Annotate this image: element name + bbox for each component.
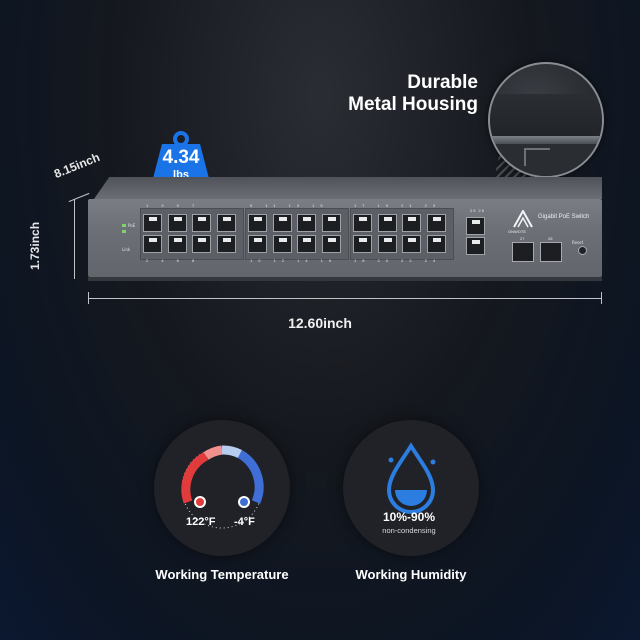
port-numbers-group-1: 1 3 5 7 xyxy=(146,203,201,208)
temp-low: -4°F xyxy=(234,516,255,528)
led-indicator: Link xyxy=(122,220,136,256)
height-line xyxy=(74,199,75,279)
led-label-poe: PoE xyxy=(128,223,136,228)
port-numbers-group-2-bottom: 10 12 14 16 xyxy=(250,258,338,263)
zoom-metal-top xyxy=(490,94,602,138)
height-label: 1.73inch xyxy=(28,221,42,270)
ethernet-port[interactable] xyxy=(248,214,267,232)
temperature-circle xyxy=(154,420,290,556)
model-name: Gigabit PoE Switch xyxy=(538,214,590,220)
led-panel: PoE Link xyxy=(96,208,136,264)
ethernet-port[interactable] xyxy=(321,235,341,253)
headline: Durable Metal Housing xyxy=(348,72,478,116)
uplink-port-25[interactable] xyxy=(466,217,485,235)
brand-logo-icon xyxy=(513,210,533,228)
humidity-circle xyxy=(343,420,479,556)
ethernet-port[interactable] xyxy=(402,214,421,232)
ethernet-port[interactable] xyxy=(353,214,372,232)
humidity-range: 10%-90% xyxy=(382,510,436,524)
depth-line xyxy=(68,192,90,203)
zoom-corner xyxy=(524,148,550,166)
ethernet-port[interactable] xyxy=(216,214,236,232)
ethernet-port[interactable] xyxy=(377,214,397,232)
ethernet-port[interactable] xyxy=(192,235,211,253)
humidity-note: non-condensing xyxy=(382,526,436,535)
ethernet-port[interactable] xyxy=(143,214,162,232)
headline-line1: Durable xyxy=(407,72,478,93)
uplink-port-numbers: 25 26 xyxy=(470,208,486,213)
ethernet-port[interactable] xyxy=(143,235,162,253)
switch-top-surface xyxy=(94,177,602,199)
ethernet-port[interactable] xyxy=(297,235,316,253)
ethernet-port[interactable] xyxy=(426,214,446,232)
width-line xyxy=(88,298,602,299)
width-label: 12.60inch xyxy=(288,315,352,331)
ethernet-port[interactable] xyxy=(248,235,267,253)
ethernet-port[interactable] xyxy=(216,235,236,253)
ethernet-port[interactable] xyxy=(167,214,187,232)
width-tick-left xyxy=(88,292,89,304)
ethernet-port[interactable] xyxy=(353,235,372,253)
weight-value: 4.34 xyxy=(162,147,200,168)
thermometer-gauge-icon xyxy=(181,445,264,529)
ethernet-port[interactable] xyxy=(272,235,292,253)
switch-bottom-edge xyxy=(88,277,602,281)
zoom-detail-circle xyxy=(488,62,604,178)
ethernet-port[interactable] xyxy=(272,214,292,232)
ethernet-port[interactable] xyxy=(377,235,397,253)
width-tick-right xyxy=(601,292,602,304)
temperature-label: Working Temperature xyxy=(155,567,289,582)
ethernet-port[interactable] xyxy=(192,214,211,232)
port-numbers-group-3-bottom: 18 20 22 24 xyxy=(354,258,442,263)
zoom-metal-edge xyxy=(490,136,602,144)
ethernet-port[interactable] xyxy=(297,214,316,232)
headline-line2: Metal Housing xyxy=(348,94,478,115)
reset-button[interactable] xyxy=(578,246,587,255)
led-indicator: PoE xyxy=(122,214,135,232)
ethernet-port[interactable] xyxy=(402,235,421,253)
sfp-label-27: 27 xyxy=(520,236,525,241)
ethernet-port[interactable] xyxy=(321,214,341,232)
uplink-port-26[interactable] xyxy=(466,237,485,255)
humidity-label: Working Humidity xyxy=(355,567,467,582)
port-numbers-group-2: 9 11 13 15 xyxy=(250,203,329,208)
temp-high: 122°F xyxy=(186,516,216,528)
ethernet-port[interactable] xyxy=(167,235,187,253)
led-label-link: Link xyxy=(122,247,131,252)
port-numbers-group-3: 17 19 21 23 xyxy=(354,203,442,208)
depth-label: 8.15inch xyxy=(52,150,102,181)
sfp-label-28: 28 xyxy=(548,236,553,241)
water-drop-icon xyxy=(386,442,436,514)
reset-label: Reset xyxy=(572,240,584,245)
sfp-port-27[interactable] xyxy=(512,242,534,262)
port-numbers-group-1-bottom: 2 4 6 8 xyxy=(146,258,201,263)
ethernet-port[interactable] xyxy=(426,235,446,253)
brand-name: ONWOTE xyxy=(508,229,526,234)
sfp-port-28[interactable] xyxy=(540,242,562,262)
